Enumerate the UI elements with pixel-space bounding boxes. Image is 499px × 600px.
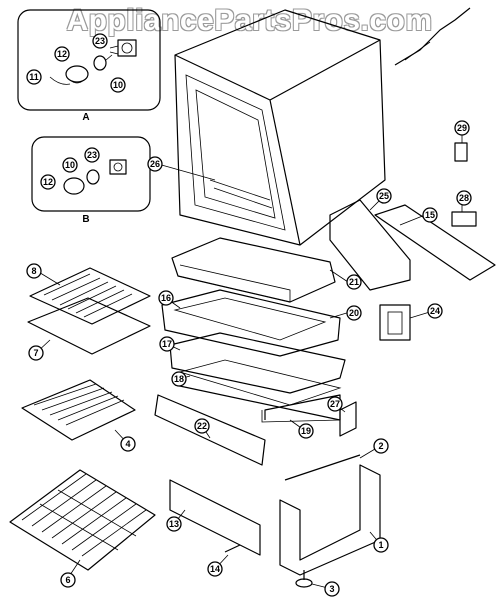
inset-a: A <box>17 9 161 123</box>
inset-a-lens <box>65 65 89 84</box>
broiler-assembly <box>169 332 346 406</box>
inset-b-callout-23: 23 <box>84 147 100 163</box>
callout-24: 24 <box>427 303 443 319</box>
svg-text:26: 26 <box>150 159 160 169</box>
svg-text:23: 23 <box>95 36 105 46</box>
inset-a-callout-23: 23 <box>92 33 108 49</box>
callout-7: 7 <box>28 345 44 361</box>
inset-b-callout-10: 10 <box>62 157 78 173</box>
svg-text:23: 23 <box>87 150 97 160</box>
callout-19: 19 <box>298 423 314 439</box>
leveling-leg <box>295 570 313 588</box>
power-cord <box>394 7 471 66</box>
callout-13: 13 <box>166 516 182 532</box>
inset-b-bulb <box>86 169 100 185</box>
svg-text:14: 14 <box>210 564 220 574</box>
inset-a-callout-12: 12 <box>54 46 70 62</box>
svg-text:12: 12 <box>57 49 67 59</box>
inset-a-clip <box>49 76 71 85</box>
inset-b-socket <box>109 159 127 175</box>
svg-text:12: 12 <box>43 177 53 187</box>
callout-20: 20 <box>346 305 362 321</box>
svg-text:19: 19 <box>301 426 311 436</box>
oven-rack-large <box>9 469 156 571</box>
svg-text:3: 3 <box>329 584 334 594</box>
callout-15: 15 <box>422 207 438 223</box>
vent-part <box>379 304 411 341</box>
oven-rack-small <box>21 379 136 441</box>
inset-b-callout-12: 12 <box>40 174 56 190</box>
svg-text:17: 17 <box>162 339 172 349</box>
broiler-pan <box>27 297 151 355</box>
svg-text:28: 28 <box>459 193 469 203</box>
inset-b: B <box>31 136 151 225</box>
svg-text:11: 11 <box>29 72 39 82</box>
back-panel <box>374 204 496 281</box>
callout-28: 28 <box>456 190 472 206</box>
callout-1: 1 <box>373 537 389 553</box>
callout-26: 26 <box>147 156 163 172</box>
drawer-rail <box>154 394 266 466</box>
cord-clamp <box>404 41 431 61</box>
inset-b-lens <box>63 177 85 195</box>
inset-a-label: A <box>82 112 89 123</box>
callout-22: 22 <box>194 418 210 434</box>
svg-text:2: 2 <box>378 441 383 451</box>
side-bracket <box>329 199 411 291</box>
svg-text:13: 13 <box>169 519 179 529</box>
callout-21: 21 <box>346 274 362 290</box>
svg-text:21: 21 <box>349 277 359 287</box>
svg-text:1: 1 <box>378 540 383 550</box>
inset-a-socket <box>109 39 137 57</box>
svg-text:4: 4 <box>125 439 130 449</box>
svg-text:27: 27 <box>330 399 340 409</box>
svg-text:10: 10 <box>113 80 123 90</box>
drawer <box>174 384 341 423</box>
inset-a-callout-10: 10 <box>110 77 126 93</box>
svg-text:8: 8 <box>31 266 36 276</box>
svg-text:6: 6 <box>65 575 70 585</box>
callout-27: 27 <box>327 396 343 412</box>
svg-text:15: 15 <box>425 210 435 220</box>
callout-2: 2 <box>373 438 389 454</box>
svg-text:29: 29 <box>457 123 467 133</box>
inset-b-label: B <box>82 214 89 225</box>
callout-6: 6 <box>60 572 76 588</box>
svg-text:16: 16 <box>161 293 171 303</box>
svg-text:24: 24 <box>430 306 440 316</box>
svg-text:18: 18 <box>174 374 184 384</box>
callout-17: 17 <box>159 336 175 352</box>
broiler-grid-rack <box>29 267 151 325</box>
inset-b-frame <box>31 136 151 212</box>
inset-a-bulb <box>93 54 113 71</box>
callout-16: 16 <box>158 290 174 306</box>
screw <box>224 544 241 553</box>
leader-lines <box>35 132 463 590</box>
terminal-block <box>451 211 477 227</box>
kick-plate <box>169 479 261 556</box>
switch-component <box>454 142 468 162</box>
callout-29: 29 <box>454 120 470 136</box>
callout-4: 4 <box>120 436 136 452</box>
svg-text:22: 22 <box>197 421 207 431</box>
oven-cavity <box>174 9 386 246</box>
svg-text:20: 20 <box>349 308 359 318</box>
inset-a-frame <box>17 9 161 111</box>
svg-text:7: 7 <box>33 348 38 358</box>
small-bracket <box>339 401 357 437</box>
callout-3: 3 <box>324 581 340 597</box>
callout-14: 14 <box>207 561 223 577</box>
inset-a-callout-11: 11 <box>26 69 42 85</box>
svg-text:10: 10 <box>65 160 75 170</box>
burner-box <box>171 237 336 303</box>
callout-8: 8 <box>26 263 42 279</box>
bottom-panel <box>161 289 341 357</box>
svg-text:25: 25 <box>379 191 389 201</box>
callout-25: 25 <box>376 188 392 204</box>
frame-bracket <box>279 454 381 576</box>
callout-18: 18 <box>171 371 187 387</box>
